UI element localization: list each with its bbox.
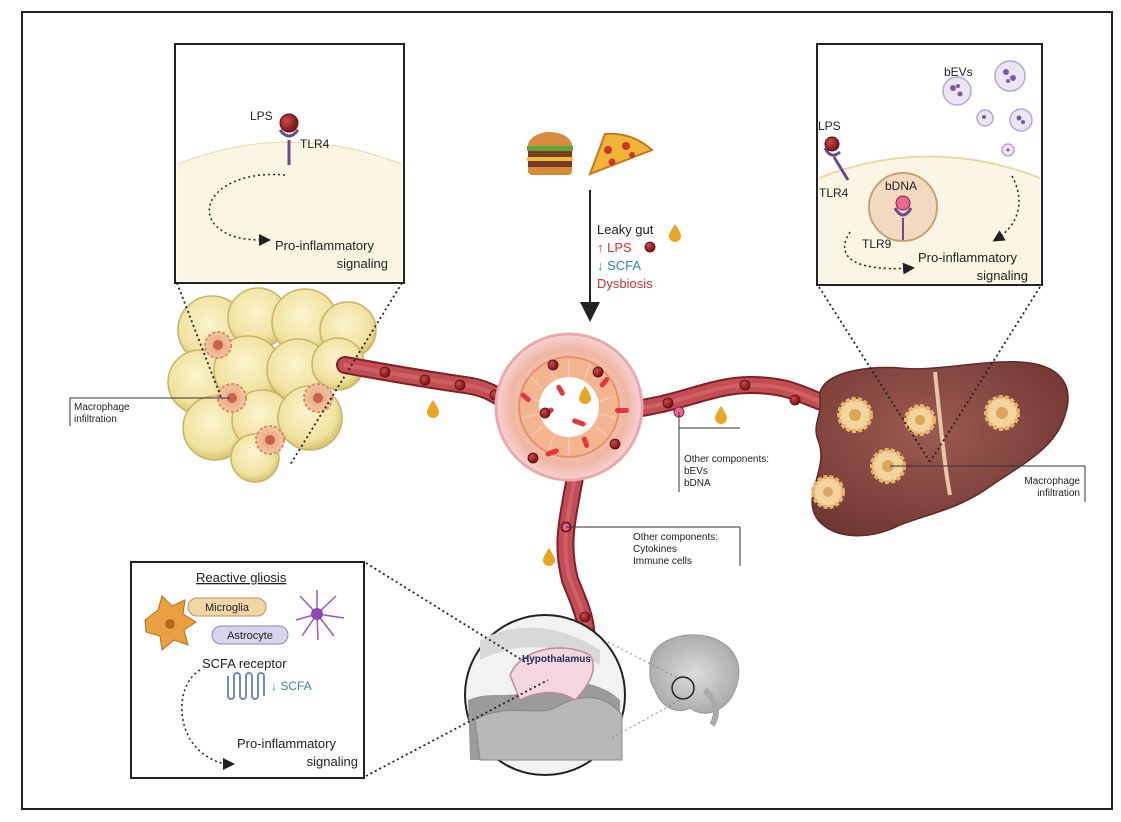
dysbiosis-label: Dysbiosis (597, 276, 653, 291)
adipose-signaling-label-2: signaling (337, 256, 388, 271)
lps-increase-label: ↑ LPS (597, 240, 632, 255)
gliosis-signaling-label-2: signaling (307, 754, 358, 769)
reactive-gliosis-title: Reactive gliosis (196, 570, 287, 585)
bdna-molecule-icon (895, 195, 911, 211)
figure-frame (21, 11, 1113, 810)
liver-tlr4-signaling-arrow (844, 231, 915, 275)
microglia-label: Microglia (205, 602, 250, 614)
liver-tlr4-label: TLR4 (819, 186, 849, 200)
liver-macrophage-icon (984, 395, 1020, 431)
scfa-receptor-icon (227, 672, 265, 700)
pizza-icon (588, 132, 654, 176)
gut-components-callout: Other components: bEVs bDNA (678, 412, 769, 492)
microglia-label-pill (187, 597, 267, 617)
adipose-lps-label: LPS (250, 109, 273, 123)
adipose-signaling-arrow (208, 173, 286, 246)
liver-inset-panel: bEVs LPS TLR4 bDNA TL (816, 43, 1043, 286)
lps-legend-icon (644, 241, 656, 253)
adipose-signaling-label-1: Pro-inflammatory (275, 238, 374, 253)
bevs-label: bEVs (944, 65, 973, 79)
adipose-zoom-lines (176, 282, 403, 466)
liver-macrophage-icon (870, 448, 906, 484)
gliosis-inset-panel: Reactive gliosis Microglia Astrocyte SCF… (130, 561, 365, 779)
liver-signaling-label-1: Pro-inflammatory (918, 250, 1017, 265)
burger-icon (527, 132, 573, 175)
adipose-inset-panel: LPS TLR4 Pro-inflammatory signaling (174, 43, 405, 284)
liver-signaling-label-2: signaling (977, 268, 1028, 283)
gut-effects-labels: Leaky gut ↑ LPS ↓ SCFA Dysbiosis (597, 222, 681, 291)
bdna-label: bDNA (885, 179, 917, 193)
liver (811, 361, 1069, 537)
liver-lps-molecule-icon (824, 136, 840, 152)
scfa-decrease-label: ↓ SCFA (597, 258, 641, 273)
leaky-gut-droplet-icon (669, 224, 681, 242)
adipose-macrophage-label-1: Macrophage (74, 402, 130, 413)
circulation-components-title: Other components: (633, 532, 718, 543)
gut-component-item: bEVs (684, 466, 708, 477)
liver-tlr4-receptor-icon (823, 147, 850, 181)
liver-macrophage-icon (837, 397, 873, 433)
scfa-receptor-label: SCFA receptor (202, 656, 287, 671)
gut-component-item: bDNA (684, 478, 711, 489)
liver-macrophage-icon (811, 475, 845, 509)
leaky-gut-label: Leaky gut (597, 222, 654, 237)
liver-macrophage-callout: Macrophage infiltration (890, 465, 1086, 502)
adipose-macrophage-icon (255, 425, 285, 455)
gliosis-signaling-label-1: Pro-inflammatory (237, 736, 336, 751)
gliosis-zoom-lines (365, 562, 549, 777)
tlr4-receptor-icon (278, 129, 300, 165)
gliosis-scfa-decrease-label: ↓ SCFA (271, 679, 312, 693)
brain-sagittal-icon (649, 634, 740, 727)
bev-vesicle-icon (942, 60, 1033, 157)
hypothalamus-label: Hypothalamus (522, 654, 591, 665)
liver-macrophage-label-1: Macrophage (1024, 476, 1080, 487)
liver-macrophage-label-2: infiltration (1037, 488, 1080, 499)
adipose-macrophage-icon (303, 383, 333, 413)
adipose-tlr4-label: TLR4 (300, 137, 330, 151)
circulation-component-item: Immune cells (633, 556, 692, 567)
gut-components-title: Other components: (684, 454, 769, 465)
circulation-components-callout: Other components: Cytokines Immune cells (561, 522, 741, 567)
adipose-macrophage-icon (204, 331, 232, 359)
astrocyte-label: Astrocyte (227, 630, 273, 642)
adipose-macrophage-label-2: infiltration (74, 414, 117, 425)
circulation-component-item: Cytokines (633, 544, 677, 555)
microglia-cell-icon (144, 595, 197, 651)
adipose-macrophage-icon (217, 383, 247, 413)
gut-cross-section (494, 332, 685, 482)
brain-zoom-lines (607, 641, 681, 739)
adipose-tissue (167, 287, 377, 483)
brain-zoom-circle: Hypothalamus (464, 614, 626, 776)
tlr9-receptor-icon (893, 207, 913, 240)
adipose-macrophage-callout: Macrophage infiltration (69, 397, 230, 426)
tlr9-label: TLR9 (862, 237, 892, 251)
liver-lps-label: LPS (818, 119, 841, 133)
liver-macrophage-icon (904, 404, 936, 436)
liver-bev-signaling-arrow (992, 175, 1020, 242)
lps-molecule-icon (279, 113, 299, 133)
astrocyte-cell-icon (295, 590, 345, 641)
astrocyte-label-pill (211, 625, 289, 645)
